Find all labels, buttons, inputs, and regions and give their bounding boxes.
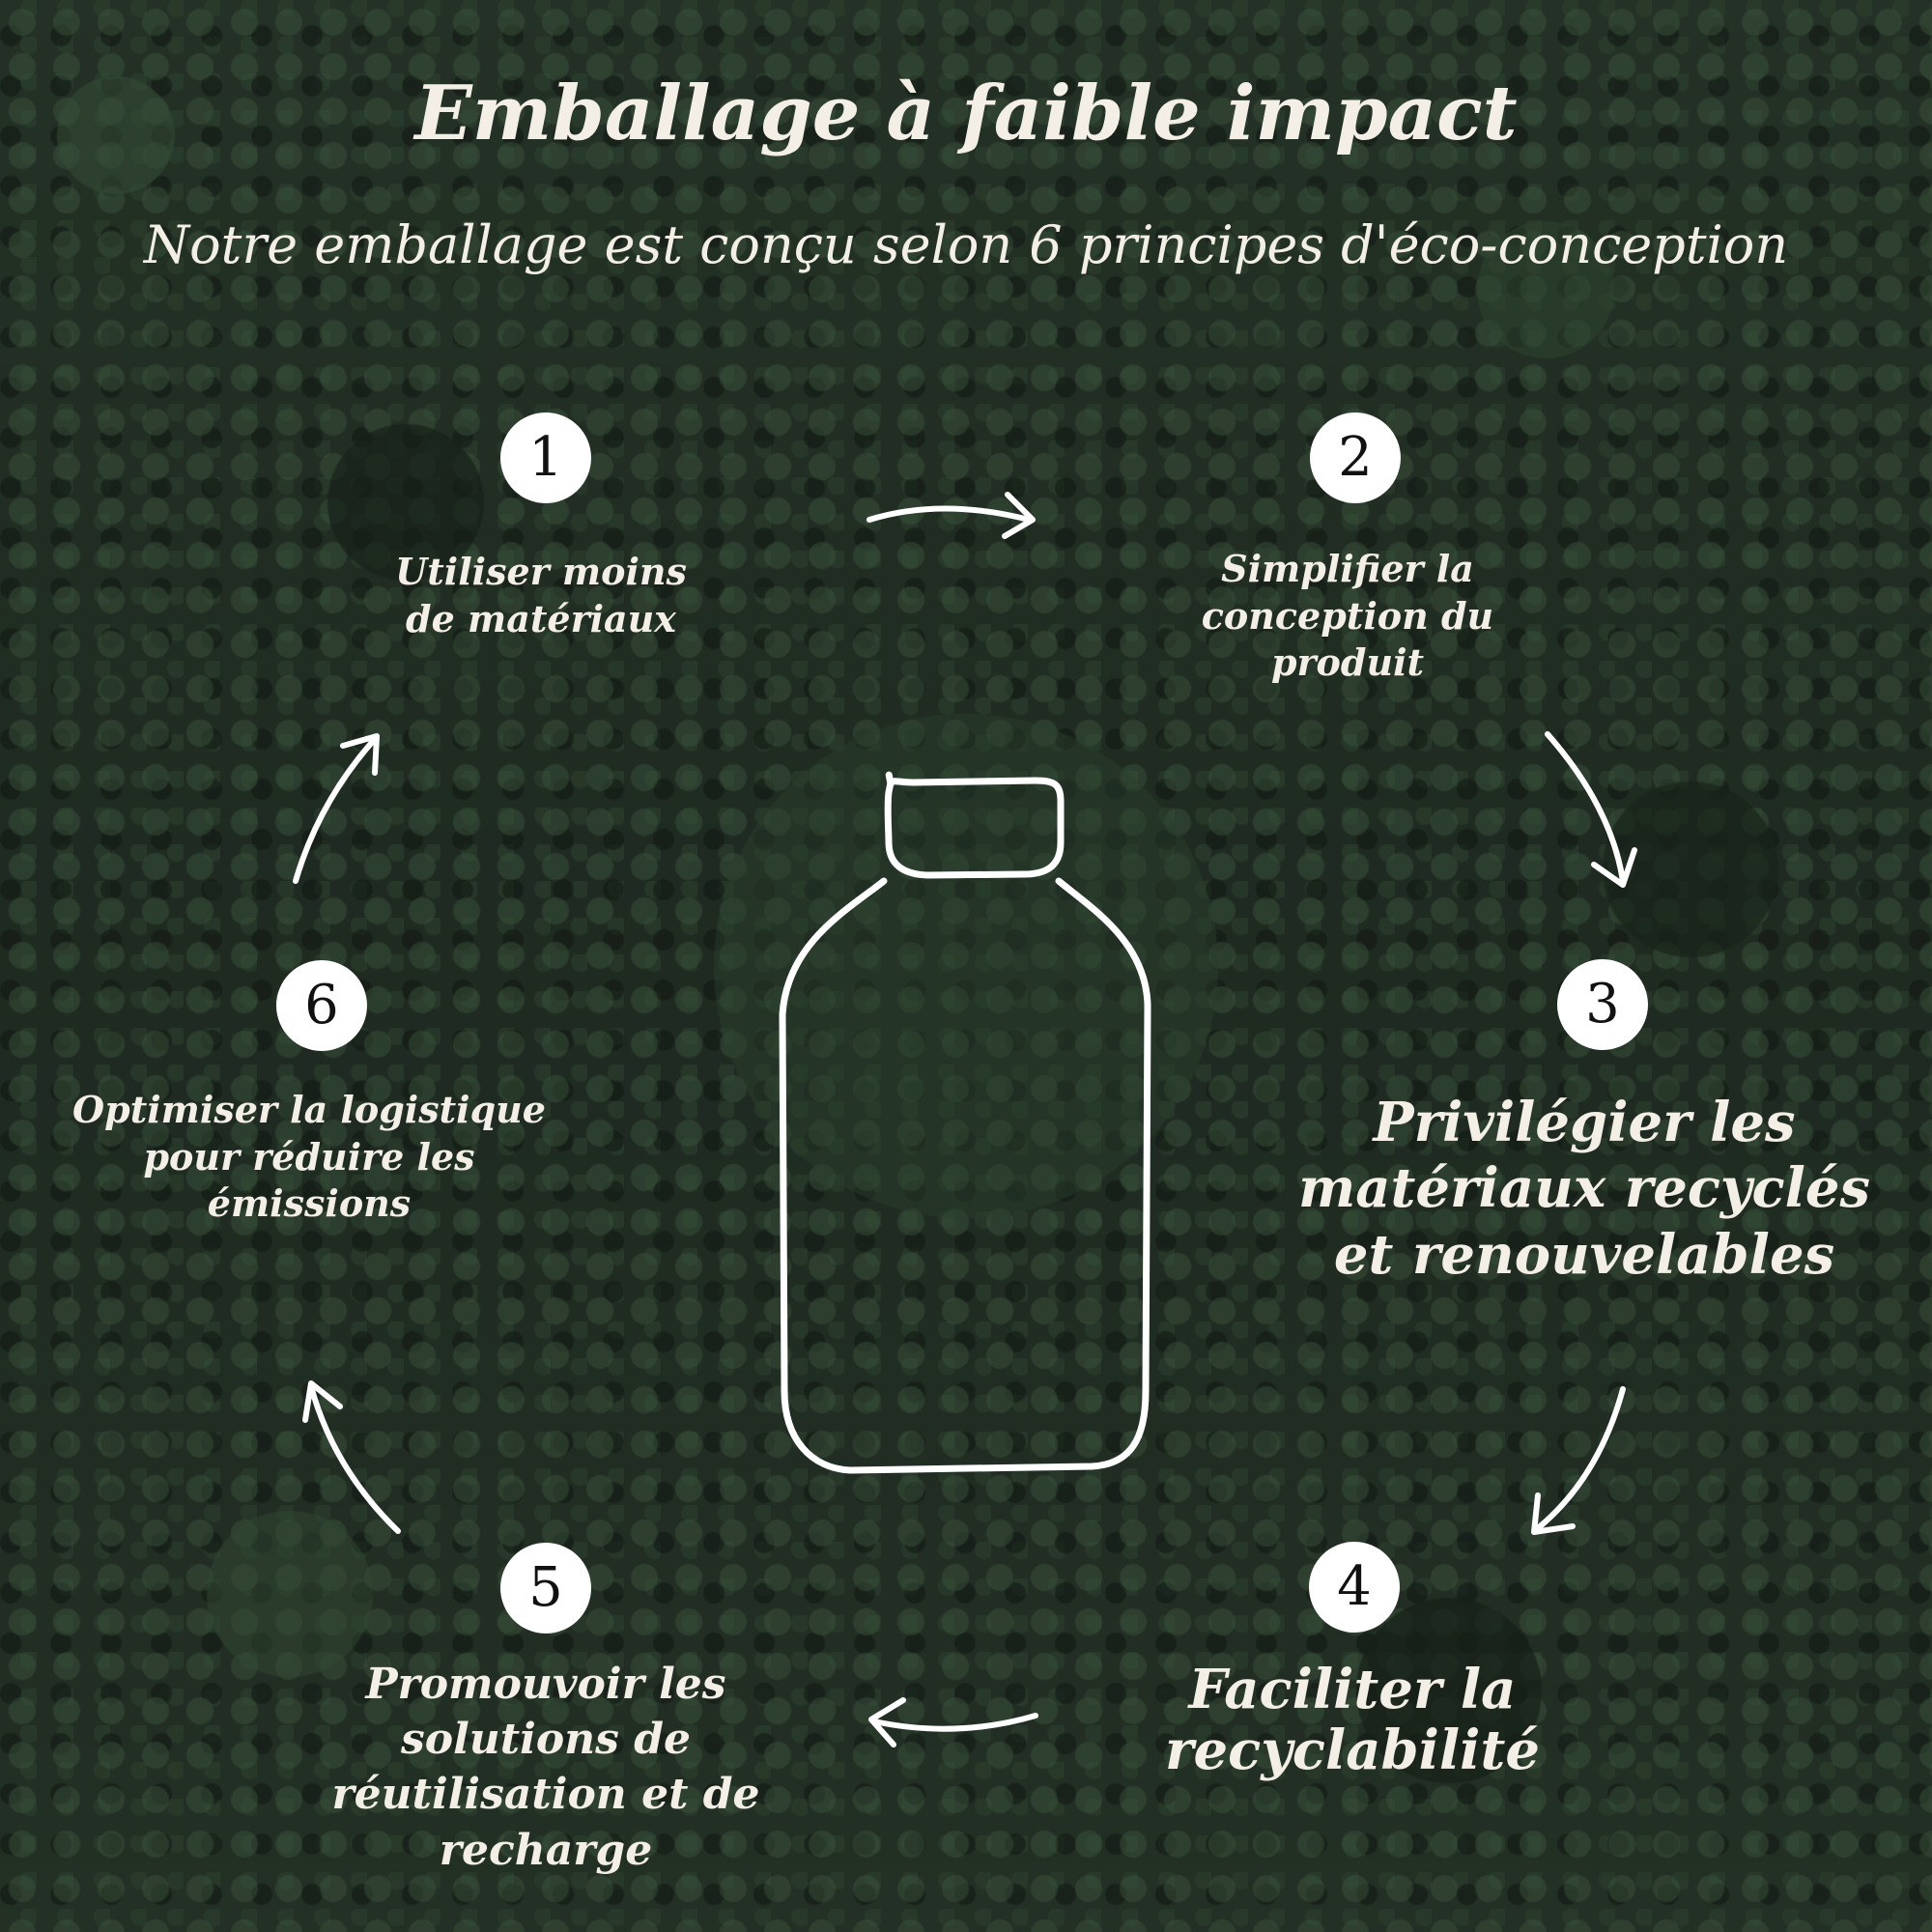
step-6-badge: 6 [276,960,367,1051]
bottle-outline-icon [779,771,1151,1474]
step-2-badge: 2 [1310,412,1401,503]
page-title: Emballage à faible impact [414,70,1518,157]
page-subtitle: Notre emballage est conçu selon 6 princi… [143,214,1789,275]
step-6-label: Optimiser la logistique pour réduire les… [72,1088,546,1226]
arrow-2-to-3 [1545,731,1637,888]
step-3-label: Privilégier les matériaux recyclés et re… [1298,1091,1870,1287]
step-3-badge: 3 [1557,959,1648,1050]
step-4-label: Faciliter la recyclabilité [1165,1658,1540,1782]
arrow-6-to-1 [293,733,380,884]
arrow-4-to-5 [868,1697,1038,1747]
step-5-badge: 5 [500,1543,591,1634]
arrow-5-to-6 [302,1380,401,1534]
arrow-1-to-2 [867,492,1036,539]
arrow-3-to-4 [1531,1386,1626,1535]
step-1-label: Utiliser moins de matériaux [395,550,687,640]
step-5-label: Promouvoir les solutions de réutilisatio… [331,1660,760,1875]
step-2-label: Simplifier la conception du produit [1201,547,1494,685]
step-4-badge: 4 [1309,1542,1400,1633]
step-1-badge: 1 [500,412,591,503]
